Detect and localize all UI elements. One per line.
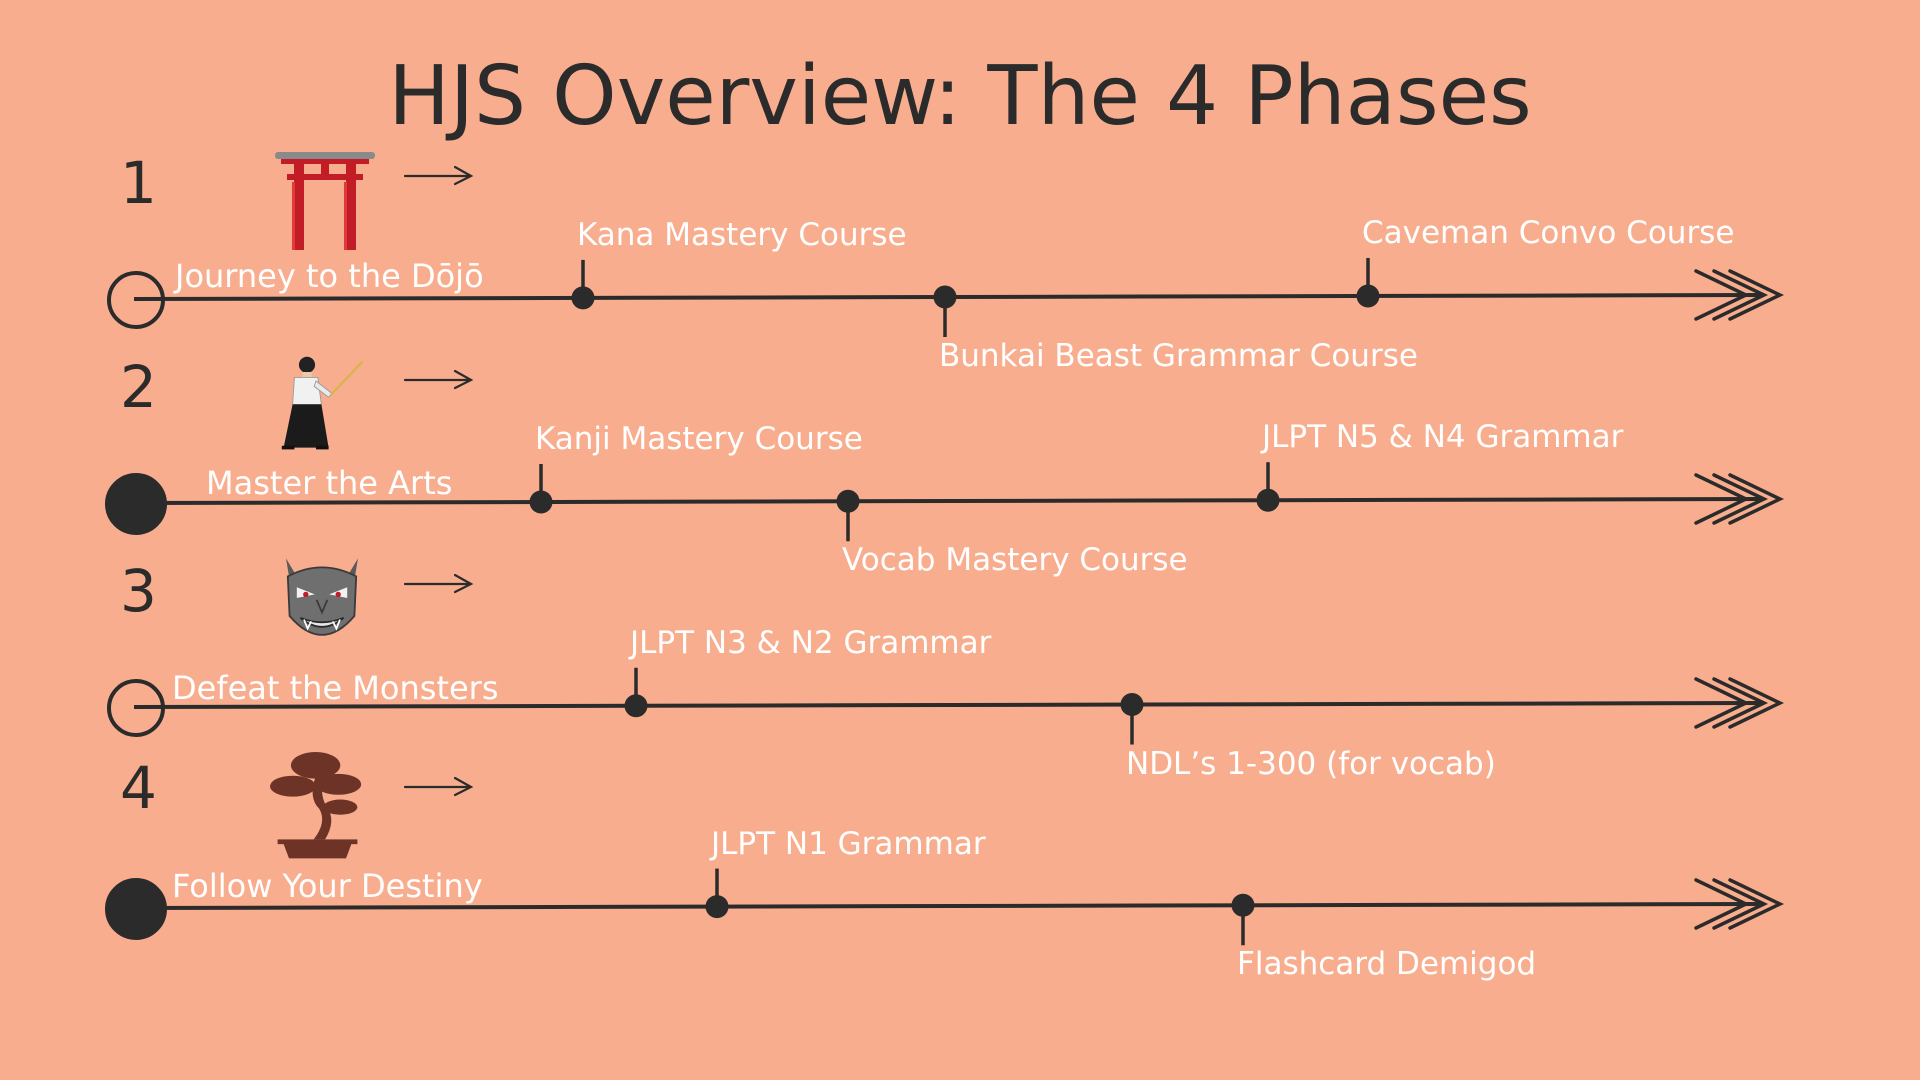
bonsai-tree-icon	[270, 752, 362, 859]
milestone-dot	[529, 490, 553, 514]
milestone-label: Vocab Mastery Course	[842, 542, 1188, 579]
phase-row-3	[107, 557, 1785, 745]
phase-number: 1	[120, 149, 157, 217]
milestone-label: Bunkai Beast Grammar Course	[939, 338, 1418, 374]
phase-row-1	[107, 152, 1785, 338]
filled-start-circle	[105, 878, 167, 940]
small-arrow-icon	[403, 369, 474, 390]
phase-name: Follow Your Destiny	[172, 867, 483, 905]
milestone-dot	[1120, 693, 1144, 717]
torii-gate-icon	[275, 152, 375, 250]
timeline-line	[133, 497, 1763, 505]
arrowhead-icon	[1694, 878, 1785, 930]
milestone-label: NDL’s 1-300 (for vocab)	[1126, 745, 1496, 782]
phase-row-4	[105, 752, 1785, 946]
milestone-dot	[1231, 893, 1255, 917]
phase-number: 3	[120, 557, 157, 625]
arrowhead-icon	[1694, 473, 1785, 525]
small-arrow-icon	[403, 573, 474, 594]
hollow-start-circle	[107, 271, 165, 329]
arrowhead-icon	[1694, 269, 1785, 321]
samurai-icon	[280, 355, 364, 451]
milestone-label: Caveman Convo Course	[1362, 214, 1735, 251]
milestone-label: JLPT N3 & N2 Grammar	[630, 624, 992, 661]
timeline-line	[133, 701, 1763, 709]
arrowhead-icon	[1694, 677, 1785, 729]
milestone-label: Kana Mastery Course	[577, 216, 907, 253]
phase-number: 2	[120, 353, 157, 421]
small-arrow-icon	[403, 776, 474, 797]
milestone-label: Kanji Mastery Course	[535, 421, 863, 457]
milestone-label: JLPT N1 Grammar	[711, 825, 986, 862]
milestone-label: Flashcard Demigod	[1237, 946, 1537, 983]
hollow-start-circle	[107, 679, 165, 737]
oni-mask-icon	[285, 557, 359, 636]
milestone-dot	[836, 489, 860, 513]
milestone-dot	[571, 286, 595, 310]
milestone-dot	[933, 285, 957, 309]
phase-number: 4	[120, 754, 157, 822]
small-arrow-icon	[403, 165, 474, 186]
filled-start-circle	[105, 473, 167, 535]
phase-name: Defeat the Monsters	[172, 669, 499, 707]
milestone-dot	[1256, 488, 1280, 512]
milestone-dot	[624, 694, 648, 718]
phase-row-2	[105, 355, 1785, 542]
phase-name: Journey to the Dōjō	[175, 257, 484, 295]
timeline-line	[133, 902, 1763, 910]
milestone-label: JLPT N5 & N4 Grammar	[1262, 419, 1624, 456]
phase-name: Master the Arts	[206, 464, 453, 502]
milestone-dot	[705, 895, 729, 919]
milestone-dot	[1356, 284, 1380, 308]
slide-title: HJS Overview: The 4 Phases	[388, 49, 1532, 144]
